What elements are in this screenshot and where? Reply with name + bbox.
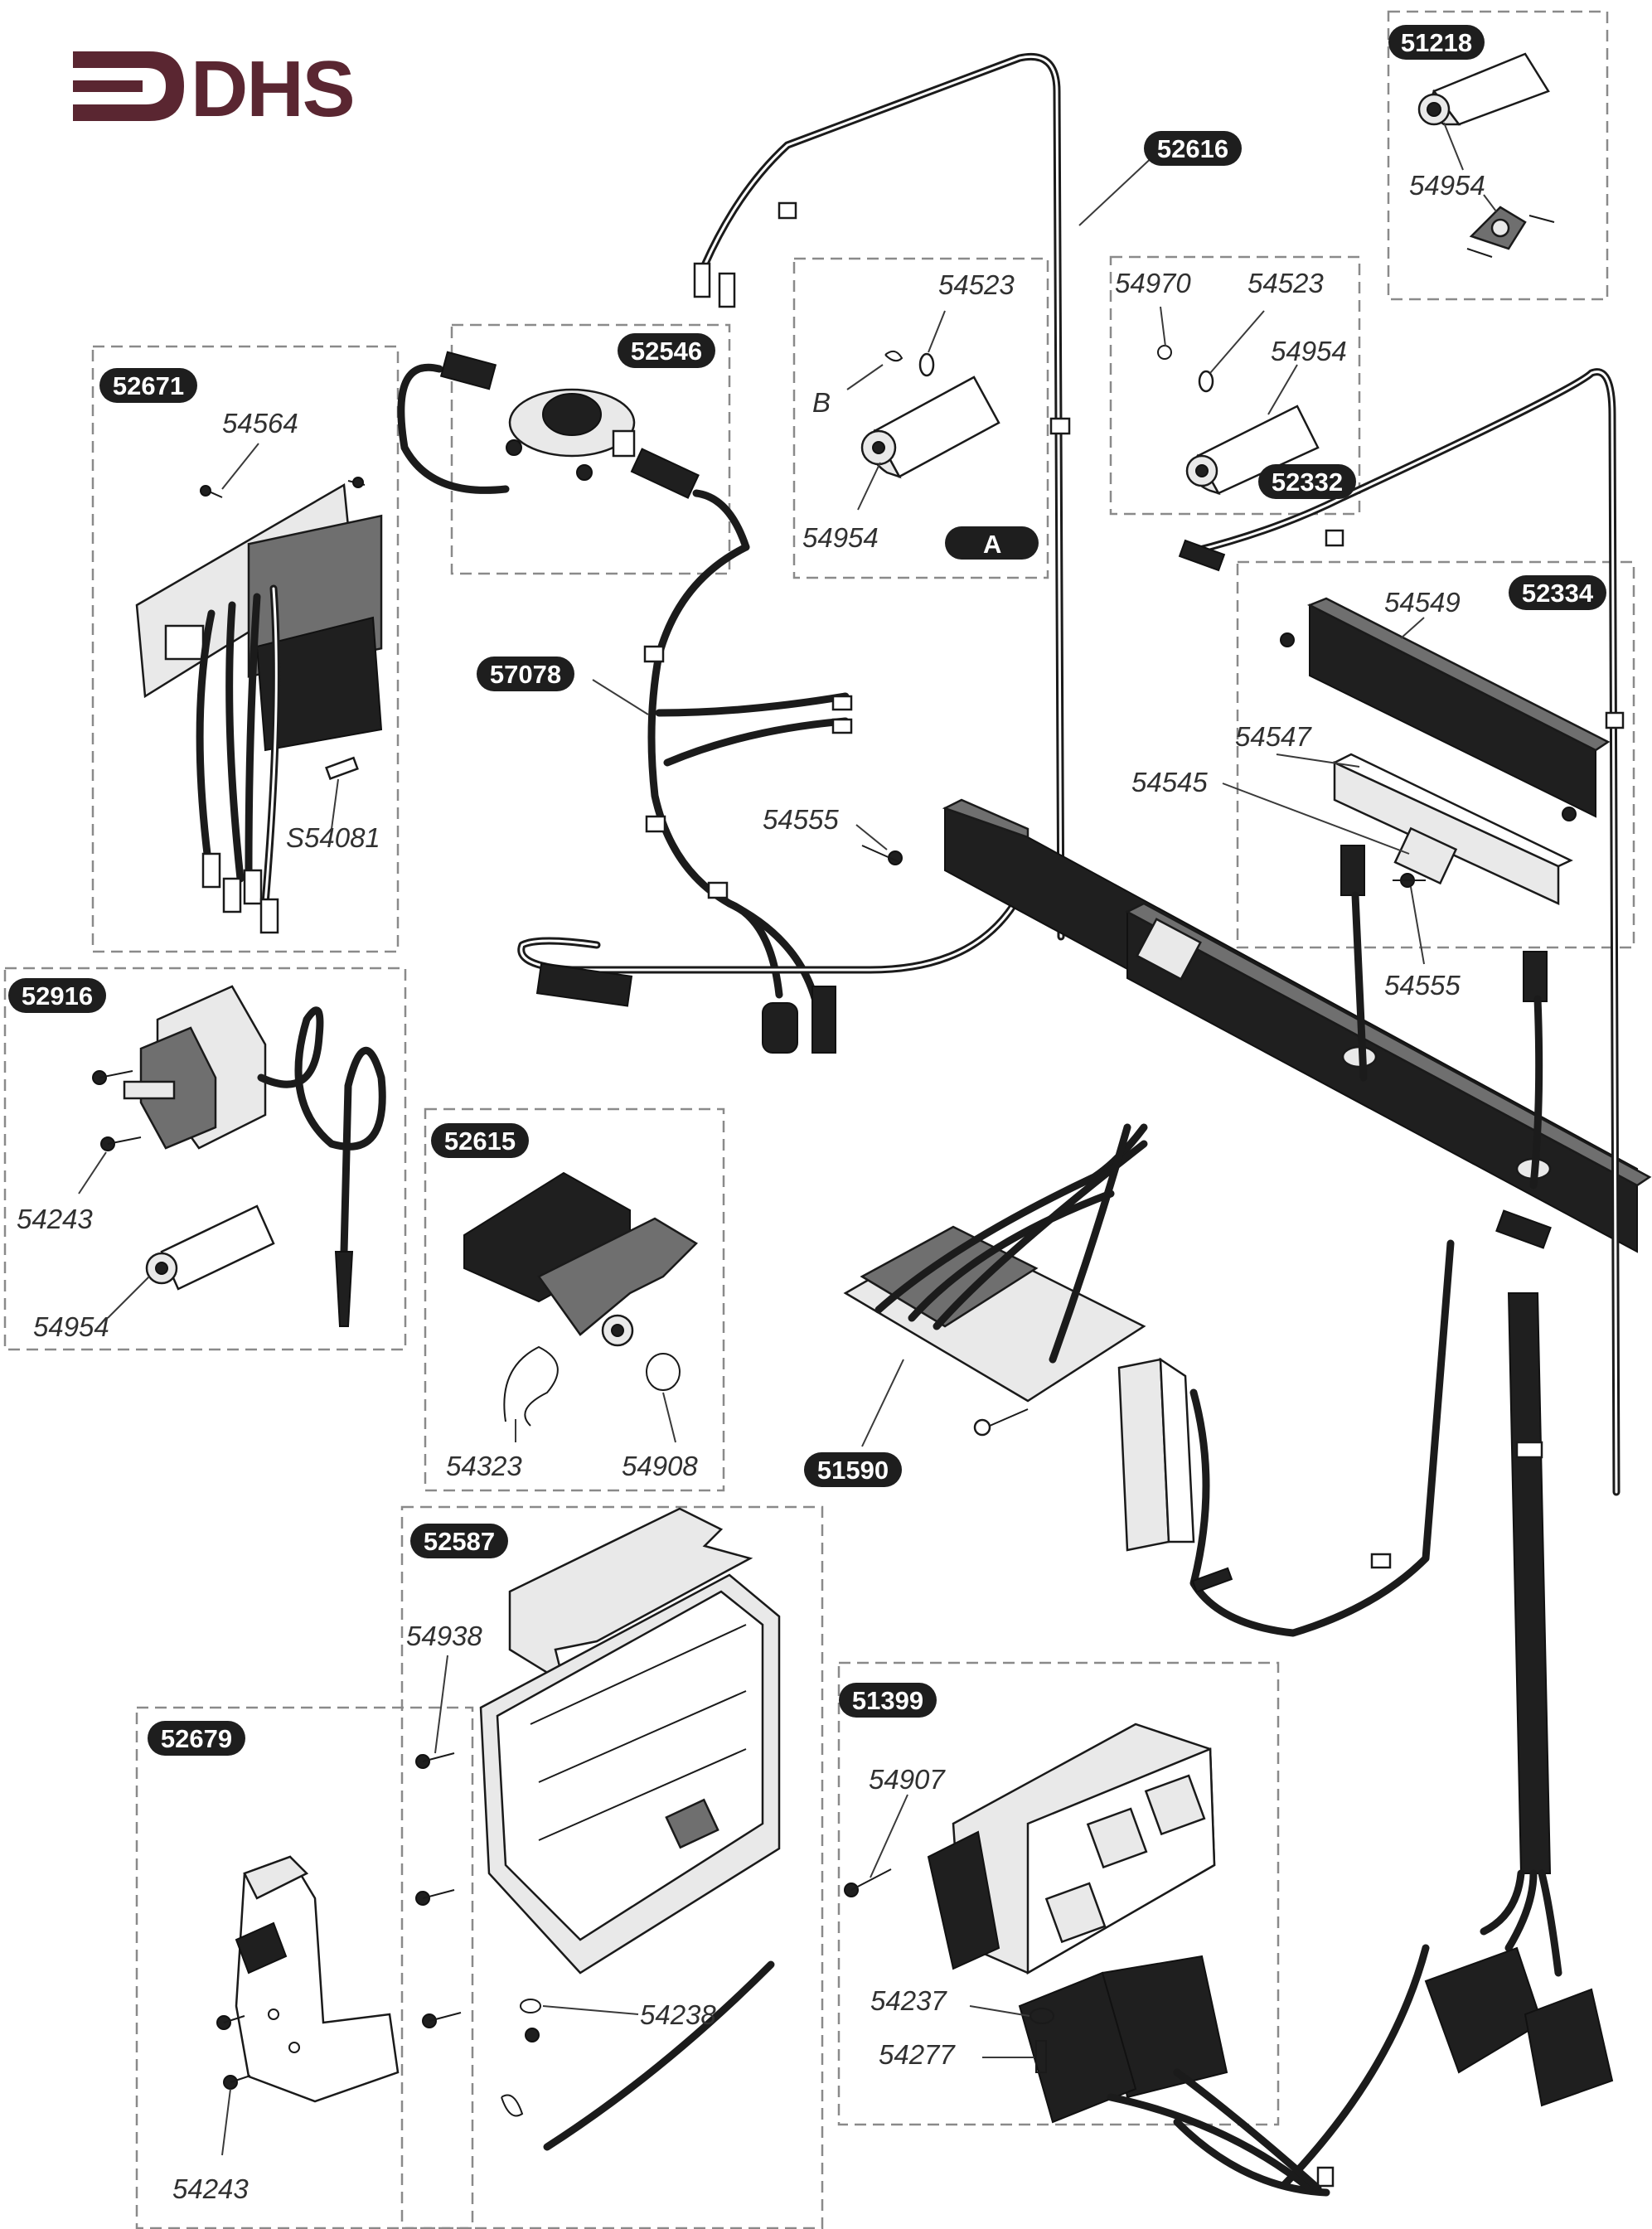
part-54523-detail-a: 54523	[938, 269, 1015, 300]
kit-51399-art	[844, 1723, 1322, 2193]
svg-text:52334: 52334	[1522, 579, 1594, 608]
flag-a-text: A	[983, 530, 1001, 559]
board-52671-art	[135, 477, 383, 934]
harness-57078-art	[517, 543, 1024, 1054]
svg-text:51218: 51218	[1401, 28, 1472, 57]
kit-51218-art	[1417, 52, 1555, 258]
part-54545: 54545	[1131, 767, 1208, 797]
svg-text:57078: 57078	[490, 660, 561, 689]
kit-52587-art	[415, 1507, 781, 2151]
main-trunk-art	[1173, 1209, 1614, 2197]
part-54954-kit52332: 54954	[1271, 336, 1347, 366]
part-54323: 54323	[446, 1451, 522, 1481]
svg-text:52332: 52332	[1272, 468, 1343, 497]
badge-52616: 52616	[1144, 131, 1242, 166]
box-52679	[135, 1706, 474, 2229]
part-54243-kit52916: 54243	[17, 1204, 93, 1234]
box-detail-a	[792, 257, 1049, 579]
part-54954-detail-a: 54954	[802, 522, 879, 553]
part-54555-loose: 54555	[763, 804, 839, 835]
thermostat-52546-art	[397, 351, 750, 551]
harness-52616-art	[693, 52, 1071, 941]
part-54237: 54237	[870, 1985, 947, 2016]
part-S54081: S54081	[286, 822, 380, 853]
letter-b: B	[812, 387, 831, 418]
part-54908: 54908	[622, 1451, 698, 1481]
detail-a-art: A B	[812, 350, 1039, 560]
logo-text: DHS	[191, 45, 354, 133]
badge-52679: 52679	[148, 1721, 245, 1756]
badge-52587: 52587	[410, 1524, 508, 1558]
badge-51590: 51590	[804, 1452, 902, 1487]
badge-52671: 52671	[99, 368, 197, 403]
part-54238: 54238	[640, 1999, 716, 2030]
svg-text:52616: 52616	[1157, 134, 1228, 163]
svg-text:52679: 52679	[161, 1724, 232, 1753]
badge-52546: 52546	[618, 333, 715, 368]
part-54954-kit52916: 54954	[33, 1311, 109, 1342]
logo-mark-icon	[73, 51, 184, 121]
part-54547: 54547	[1235, 721, 1312, 752]
part-54938: 54938	[406, 1621, 482, 1651]
part-54970: 54970	[1115, 268, 1191, 298]
badge-52916: 52916	[8, 978, 106, 1013]
kit-52615-art	[463, 1171, 699, 1427]
box-52332	[1109, 255, 1361, 516]
part-54954-kit51218: 54954	[1409, 170, 1485, 201]
svg-text:51399: 51399	[852, 1686, 923, 1715]
part-54243-kit52679: 54243	[172, 2173, 249, 2204]
badge-57078: 57078	[477, 657, 574, 691]
badge-51399: 51399	[839, 1683, 937, 1718]
logo-mark-bar	[73, 80, 143, 92]
board-51590-art	[843, 1123, 1148, 1437]
part-54564: 54564	[222, 408, 298, 439]
box-52615	[424, 1107, 725, 1492]
badge-52615: 52615	[431, 1123, 529, 1158]
ribbon-connector-art	[1117, 1239, 1455, 1637]
part-54549: 54549	[1384, 587, 1461, 618]
dhs-logo: DHS	[73, 45, 356, 133]
box-51399	[837, 1661, 1280, 2126]
flag-a-badge	[945, 526, 1039, 560]
badge-52332: 52332	[1258, 464, 1356, 499]
box-52546	[450, 323, 731, 575]
svg-text:52587: 52587	[424, 1527, 495, 1556]
badge-52334: 52334	[1509, 575, 1606, 610]
box-52587	[400, 1505, 824, 2229]
svg-text:52615: 52615	[444, 1127, 516, 1156]
box-52916	[3, 967, 407, 1351]
box-52334	[1236, 560, 1635, 949]
part-54523-kit52332: 54523	[1247, 268, 1324, 298]
part-54555-kit52334: 54555	[1384, 970, 1461, 1001]
part-54277: 54277	[879, 2039, 956, 2070]
svg-text:52546: 52546	[631, 337, 702, 366]
box-52671	[91, 345, 400, 953]
svg-text:51590: 51590	[817, 1456, 889, 1485]
box-51218	[1387, 10, 1609, 301]
kit-52916-art	[92, 985, 386, 1327]
kit-52679-art	[216, 1855, 400, 2103]
part-54907: 54907	[869, 1764, 946, 1795]
badge-51218: 51218	[1388, 25, 1485, 60]
kit-52332-art	[1157, 345, 1320, 496]
svg-text:52671: 52671	[113, 371, 184, 400]
kit-52334-art	[1178, 368, 1625, 1496]
svg-text:52916: 52916	[22, 981, 93, 1010]
bracket-art	[861, 798, 1652, 1253]
